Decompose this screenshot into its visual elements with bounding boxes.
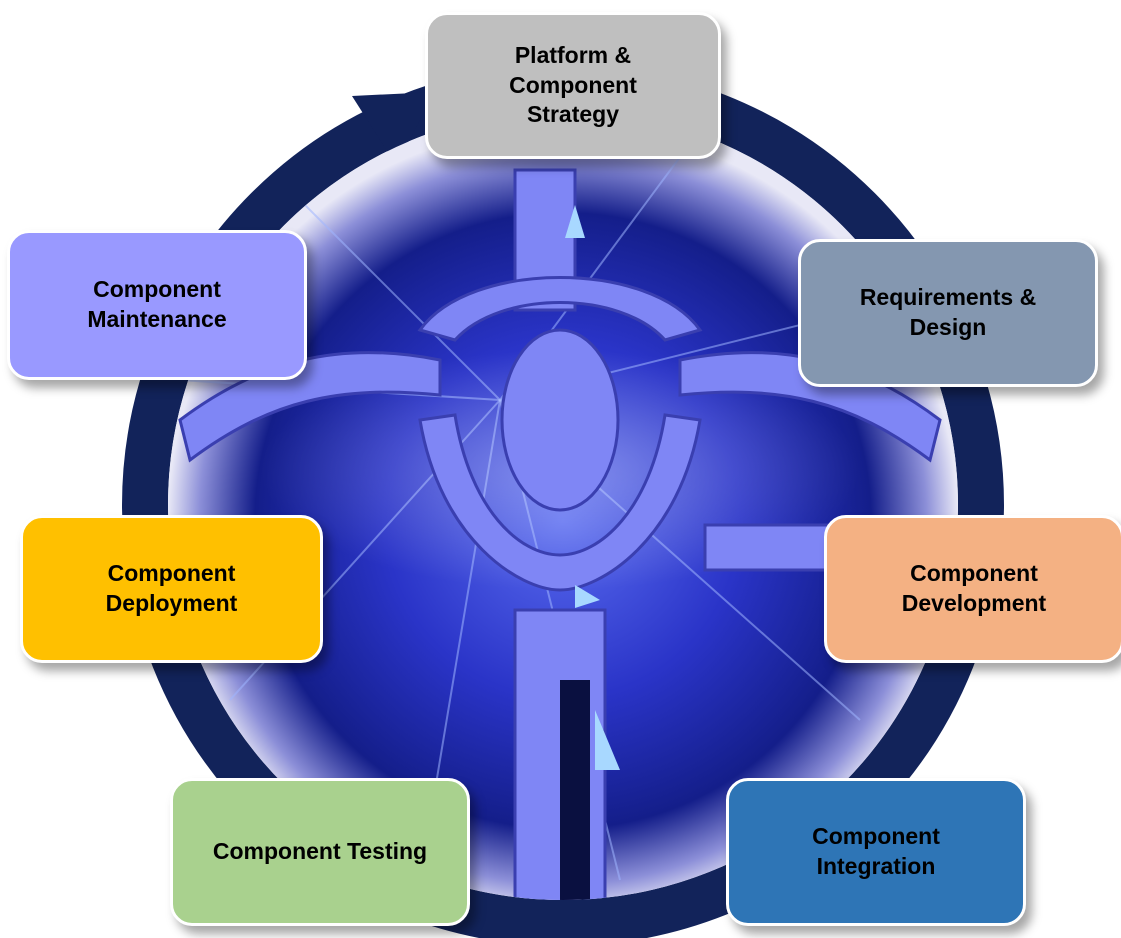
stage-component-development: Component Development	[824, 515, 1121, 663]
stage-component-deployment: Component Deployment	[20, 515, 323, 663]
stage-label: Component Integration	[812, 823, 940, 879]
stage-label: Component Deployment	[105, 560, 238, 616]
stage-label: Platform & Component Strategy	[509, 41, 637, 128]
center-orb	[168, 110, 958, 900]
stage-label: Component Maintenance	[87, 276, 227, 332]
stage-component-testing: Component Testing	[170, 778, 470, 926]
stage-label: Component Development	[901, 560, 1047, 616]
stage-component-integration: Component Integration	[726, 778, 1026, 926]
stage-label: Requirements & Design	[859, 284, 1037, 340]
cycle-arrow-head	[352, 92, 435, 165]
stage-label: Component Testing	[212, 838, 428, 865]
stage-platform-component-strategy: Platform & Component Strategy	[425, 12, 721, 159]
stage-component-maintenance: Component Maintenance	[7, 230, 307, 380]
stage-requirements-design: Requirements & Design	[798, 239, 1098, 387]
